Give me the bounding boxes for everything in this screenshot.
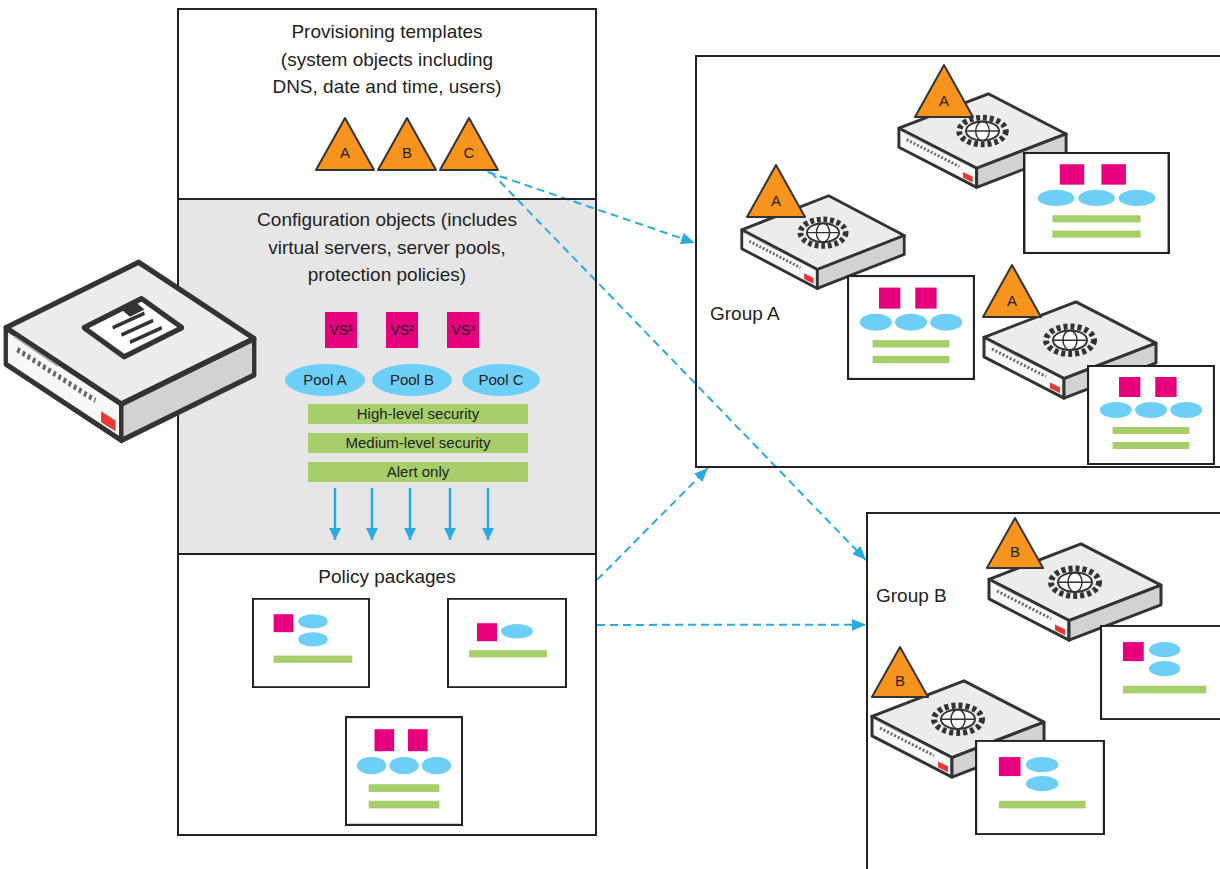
triangle-shape [981, 263, 1043, 319]
template-triangle: A [314, 116, 376, 172]
dashed-arrow [597, 468, 708, 580]
triangle-shape [376, 116, 438, 172]
triangle-shape [745, 163, 807, 219]
virtual-server-label: VS¹ [329, 320, 352, 340]
triangle-shape [438, 116, 500, 172]
virtual-server-box: VS² [386, 312, 418, 348]
section-heading: Configuration objects (includes virtual … [242, 206, 532, 289]
triangle-outline [915, 65, 973, 117]
triangle-shape [870, 645, 930, 699]
policy-label: High-level security [357, 403, 480, 425]
section-heading: Provisioning templates (system objects i… [262, 18, 512, 101]
template-triangle: C [438, 116, 500, 172]
pool-label: Pool A [303, 369, 346, 391]
config-ground [177, 198, 597, 555]
policy-bar: Alert only [308, 462, 528, 482]
triangle-outline [316, 118, 374, 170]
policy-package-cards [253, 599, 566, 825]
server-pool: Pool C [462, 364, 540, 396]
triangle-shape [314, 116, 376, 172]
template-letter: A [771, 192, 781, 211]
ellipse-fill [462, 364, 540, 396]
flow-arrows [335, 488, 488, 540]
device-policy-cards [848, 153, 1220, 834]
triangle-outline [872, 647, 928, 697]
group-box: Group A A A A [695, 55, 1220, 468]
template-triangle: A [981, 263, 1043, 319]
policy-section: Policy packages [177, 553, 597, 836]
template-letter: A [1007, 292, 1017, 311]
triangle-shape [985, 516, 1045, 570]
virtual-server-box: VS³ [447, 312, 479, 348]
template-triangle: A [913, 63, 975, 119]
pool-label: Pool B [390, 369, 434, 391]
template-triangle: B [985, 516, 1045, 570]
group-label: Group B [876, 584, 947, 608]
ellipse-fill [285, 364, 365, 396]
server-pool: Pool B [372, 364, 452, 396]
group-label: Group A [710, 302, 780, 326]
triangle-outline [983, 265, 1041, 317]
ellipse-fill [372, 364, 452, 396]
server-pool: Pool A [285, 364, 365, 396]
policy-label: Medium-level security [345, 432, 490, 454]
template-letter: A [939, 92, 949, 111]
triangle-outline [378, 118, 436, 170]
template-letter: A [340, 142, 350, 164]
template-triangle: A [745, 163, 807, 219]
dashed-arrow [597, 624, 866, 626]
dashed-arrow [491, 172, 866, 560]
policy-bar: High-level security [308, 404, 528, 424]
policy-bar: Medium-level security [308, 433, 528, 453]
template-letter: B [1010, 543, 1020, 562]
triangle-shape [913, 63, 975, 119]
pool-label: Pool C [478, 369, 523, 391]
template-triangle: B [870, 645, 930, 699]
policy-label: Alert only [387, 461, 450, 483]
section-heading: Policy packages [318, 563, 455, 591]
template-letter: B [402, 142, 412, 164]
template-letter: B [895, 672, 905, 691]
template-triangle: B [376, 116, 438, 172]
config-section: Configuration objects (includes virtual … [177, 198, 597, 555]
triangle-outline [747, 165, 805, 217]
virtual-server-label: VS² [390, 320, 413, 340]
virtual-server-label: VS³ [451, 320, 474, 340]
group-box: Group B B B [866, 512, 1220, 869]
triangle-outline [987, 518, 1043, 568]
template-letter: C [464, 142, 475, 164]
dashed-arrow [488, 172, 695, 243]
template-section: Provisioning templates (system objects i… [177, 8, 597, 200]
triangle-outline [440, 118, 498, 170]
virtual-server-box: VS¹ [325, 312, 357, 348]
